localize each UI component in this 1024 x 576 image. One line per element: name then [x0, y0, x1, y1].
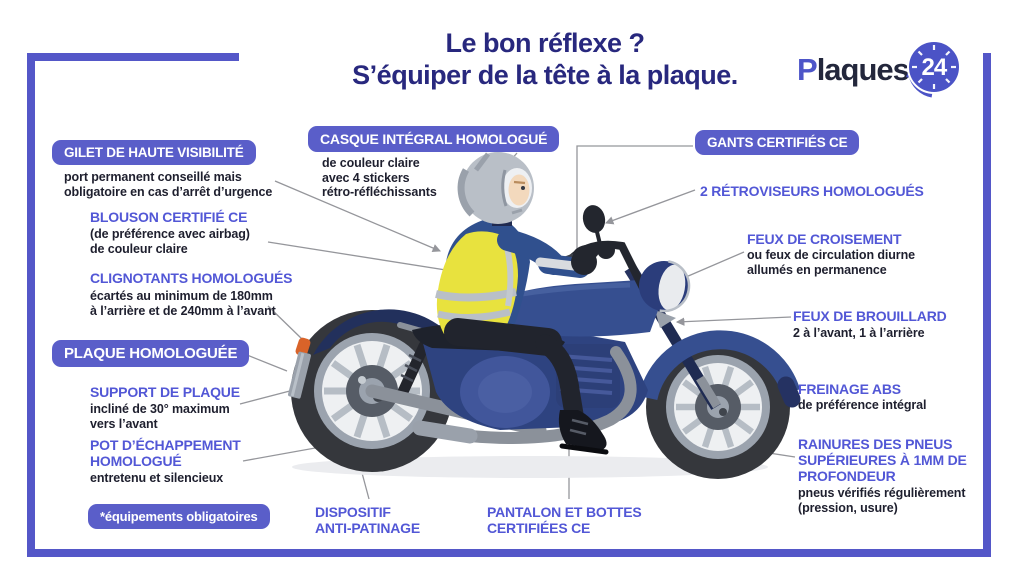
desc-freinage: de préférence intégral: [798, 398, 927, 412]
line-gilet: [274, 180, 441, 253]
clock-arrow-icon: [905, 40, 961, 98]
logo-initial: P: [797, 52, 818, 87]
badge-equipements-obligatoires: *équipements obligatoires: [88, 504, 270, 529]
label-rainures: RAINURES DES PNEUS SUPÉRIEURES À 1MM DE …: [798, 436, 967, 484]
desc-blouson: (de préférence avec airbag) de couleur c…: [90, 227, 250, 256]
logo-rest: laques: [816, 52, 910, 87]
label-pantalon: PANTALON ET BOTTES CERTIFIÉES CE: [487, 504, 642, 536]
desc-pot: entretenu et silencieux: [90, 471, 224, 485]
logo-number: 24: [921, 54, 948, 81]
label-dispositif: DISPOSITIF ANTI-PATINAGE: [315, 504, 420, 536]
frame-border-top: [27, 53, 239, 61]
frame-border-left: [27, 53, 35, 557]
rider-boot: [558, 410, 609, 455]
rider-gloves: [571, 241, 615, 275]
label-croisement: FEUX DE CROISEMENT: [747, 231, 902, 247]
label-pot: POT D’ÉCHAPPEMENT HOMOLOGUÉ: [90, 437, 241, 469]
badge-gants: GANTS CERTIFIÉS CE: [695, 130, 860, 155]
license-plate: [288, 351, 311, 399]
desc-casque: de couleur claire avec 4 stickers rétro-…: [322, 156, 437, 200]
line-retroviseurs: [605, 189, 696, 225]
fog-light: [655, 310, 676, 328]
rear-indicator: [295, 337, 311, 357]
desc-clignotants: écartés au minimum de 180mm à l’arrière …: [90, 289, 276, 318]
line-clignotants: [267, 305, 304, 341]
frame-border-bottom: [27, 549, 991, 557]
badge-casque: CASQUE INTÉGRAL HOMOLOGUÉ: [308, 126, 560, 152]
logo-wordmark: Plaques: [797, 42, 910, 98]
desc-rainures: pneus vérifiés régulièrement (pression, …: [798, 486, 966, 515]
rider: [435, 152, 615, 455]
rear-fender: [313, 309, 453, 355]
front-wheel: [646, 335, 790, 479]
rider-eye: [521, 186, 525, 190]
line-croisement: [678, 251, 745, 281]
side-cover-inner: [478, 371, 532, 413]
desc-brouillard: 2 à l’avant, 1 à l’arrière: [793, 326, 925, 340]
exhaust: [412, 346, 637, 444]
rider-legs: [444, 318, 584, 424]
plaques24-logo: Plaques 24: [797, 40, 964, 100]
title-line-1: Le bon réflexe ?: [445, 28, 645, 58]
line-brouillard: [675, 316, 792, 326]
desc-support: incliné de 30° maximum vers l’avant: [90, 402, 230, 431]
label-retroviseurs: 2 RÉTROVISEURS HOMOLOGUÉS: [700, 183, 924, 199]
desc-croisement: ou feux de circulation diurne allumés en…: [747, 248, 915, 277]
title-line-2: S’équiper de la tête à la plaque.: [352, 60, 738, 91]
front-fender: [638, 330, 801, 408]
label-clignotants: CLIGNOTANTS HOMOLOGUÉS: [90, 270, 293, 286]
headlight: [639, 260, 691, 313]
label-brouillard: FEUX DE BROUILLARD: [793, 308, 947, 324]
badge-gilet: GILET DE HAUTE VISIBILITÉ: [52, 140, 256, 165]
frame-border-right: [983, 53, 991, 557]
badge-plaque: PLAQUE HOMOLOGUÉE: [52, 340, 250, 367]
label-freinage: FREINAGE ABS: [798, 381, 901, 397]
logo-clock-badge: 24: [904, 38, 964, 98]
label-support: SUPPORT DE PLAQUE: [90, 384, 240, 400]
page-title: Le bon réflexe ? S’équiper de la tête à …: [295, 27, 795, 92]
line-gants: [576, 145, 693, 254]
rider-helmet: [457, 152, 534, 226]
label-blouson: BLOUSON CERTIFIÉ CE: [90, 209, 248, 225]
desc-gilet: port permanent conseillé mais obligatoir…: [64, 170, 273, 199]
rider-face: [508, 174, 530, 206]
